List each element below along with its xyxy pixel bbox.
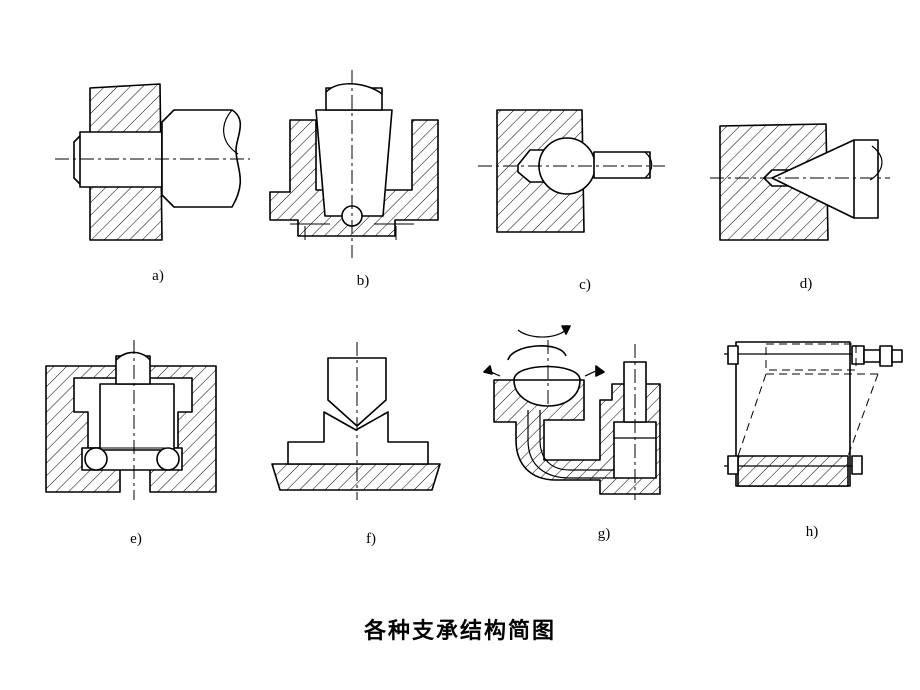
figure-label-b: b): [356, 273, 370, 289]
figure-e: [45, 340, 217, 500]
page-title: 各种支承结构简图: [363, 619, 556, 644]
figure-label-h: h): [805, 524, 819, 540]
figure-label-c: c): [579, 277, 591, 293]
figure-g: [483, 325, 661, 500]
figure-f: [271, 342, 441, 500]
figure-a: [55, 83, 250, 241]
figure-label-g: g): [597, 526, 611, 542]
figure-label-d: d): [799, 276, 813, 292]
figure-label-e: e): [130, 531, 142, 547]
figure-b: [269, 70, 439, 258]
figure-c: [478, 109, 665, 233]
figure-label-a: a): [152, 268, 164, 284]
figure-h: [724, 341, 903, 487]
figure-label-f: f): [366, 531, 376, 547]
figure-d: [710, 123, 890, 241]
